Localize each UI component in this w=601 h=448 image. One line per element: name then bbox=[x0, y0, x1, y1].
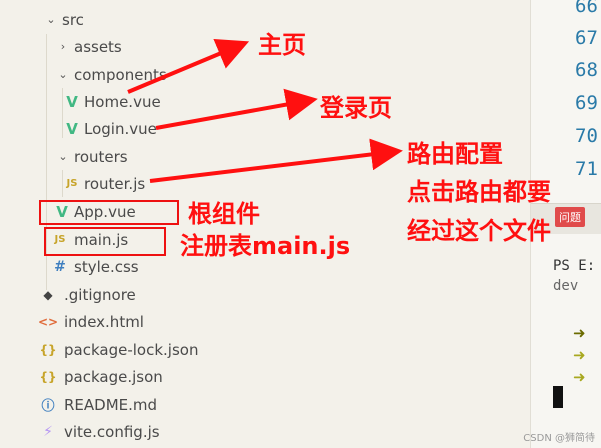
tree-item-label: src bbox=[62, 10, 84, 29]
tree-item-assets[interactable]: › assets bbox=[0, 33, 586, 60]
arrow-right-icon: ➜ bbox=[573, 346, 586, 364]
indent-guide bbox=[62, 170, 63, 197]
arrow-to-login bbox=[155, 88, 318, 130]
tree-item-login-vue[interactable]: V Login.vue bbox=[0, 115, 592, 142]
tree-item-main-js[interactable]: JS main.js bbox=[0, 226, 580, 253]
tree-item-label: main.js bbox=[74, 230, 129, 249]
tree-item-router-js[interactable]: JS router.js bbox=[0, 170, 592, 197]
annotation-app: 根组件 bbox=[188, 200, 260, 228]
tree-item-label: components bbox=[74, 65, 167, 84]
tree-item-routers[interactable]: ⌄ routers bbox=[0, 143, 586, 170]
tree-item-label: package-lock.json bbox=[64, 340, 199, 359]
tree-item-label: style.css bbox=[74, 257, 139, 276]
highlight-box-app bbox=[39, 200, 179, 225]
tree-item-vite-config[interactable]: ⚡ vite.config.js bbox=[0, 418, 568, 445]
git-file-icon: ◆ bbox=[43, 287, 53, 302]
tree-item-index-html[interactable]: <> index.html bbox=[0, 308, 568, 335]
info-file-icon: ⓘ bbox=[41, 399, 55, 414]
line-number: 68 bbox=[575, 59, 598, 81]
tree-item-label: App.vue bbox=[74, 202, 136, 221]
indent-guide bbox=[46, 34, 47, 290]
chevron-right-icon: › bbox=[60, 40, 66, 53]
tree-item-style-css[interactable]: # style.css bbox=[0, 253, 580, 280]
indent-guide bbox=[62, 88, 63, 138]
terminal-command: dev bbox=[553, 278, 579, 294]
tree-item-label: routers bbox=[74, 147, 128, 166]
terminal-cursor bbox=[553, 386, 563, 408]
annotation-router-line1: 路由配置 bbox=[407, 140, 503, 168]
tree-item-label: router.js bbox=[84, 174, 146, 193]
tree-item-label: package.json bbox=[64, 367, 163, 386]
vue-file-icon: V bbox=[66, 92, 78, 111]
tree-item-package-lock[interactable]: {} package-lock.json bbox=[0, 336, 568, 363]
tree-item-src[interactable]: ⌄ src bbox=[0, 6, 574, 33]
annotation-main: 注册表main.js bbox=[180, 232, 351, 260]
chevron-down-icon: ⌄ bbox=[58, 68, 68, 81]
tree-item-app-vue[interactable]: V App.vue bbox=[0, 198, 582, 225]
vite-file-icon: ⚡ bbox=[43, 423, 53, 440]
editor-panel: 66 67 68 69 70 71 问题 PS E: dev ➜ ➜ ➜ bbox=[530, 0, 601, 448]
tree-item-label: vite.config.js bbox=[64, 422, 160, 441]
tree-item-label: .gitignore bbox=[64, 285, 136, 304]
json-file-icon: {} bbox=[39, 369, 57, 384]
annotation-home: 主页 bbox=[258, 31, 306, 59]
tree-item-label: Login.vue bbox=[84, 119, 157, 138]
annotation-router-line2: 点击路由都要 bbox=[407, 178, 551, 206]
js-file-icon: JS bbox=[66, 178, 78, 189]
annotation-router-line3: 经过这个文件 bbox=[407, 217, 551, 245]
arrow-to-router bbox=[149, 138, 403, 183]
line-number: 69 bbox=[575, 92, 598, 114]
arrow-right-icon: ➜ bbox=[573, 324, 586, 342]
json-file-icon: {} bbox=[39, 342, 57, 357]
arrow-right-icon: ➜ bbox=[573, 368, 586, 386]
terminal-prompt: PS E: bbox=[553, 258, 596, 274]
tree-item-label: index.html bbox=[64, 312, 144, 331]
terminal-tab[interactable]: 问题 bbox=[555, 207, 585, 227]
tree-item-label: README.md bbox=[64, 395, 158, 414]
css-file-icon: # bbox=[54, 258, 66, 275]
tree-item-gitignore[interactable]: ◆ .gitignore bbox=[0, 281, 568, 308]
vue-file-icon: V bbox=[66, 119, 78, 138]
tree-item-home-vue[interactable]: V Home.vue bbox=[0, 88, 592, 115]
annotation-login: 登录页 bbox=[320, 94, 392, 122]
chevron-down-icon: ⌄ bbox=[46, 13, 56, 26]
tree-item-label: Home.vue bbox=[84, 92, 161, 111]
chevron-down-icon: ⌄ bbox=[58, 150, 68, 163]
line-number: 66 bbox=[575, 0, 598, 17]
line-number: 67 bbox=[575, 27, 598, 49]
vue-file-icon: V bbox=[56, 202, 68, 221]
tree-item-readme[interactable]: ⓘ README.md bbox=[0, 391, 568, 418]
tree-item-components[interactable]: ⌄ components bbox=[0, 61, 586, 88]
highlight-box-main bbox=[44, 227, 166, 256]
line-number: 71 bbox=[575, 158, 598, 180]
line-number: 70 bbox=[575, 125, 598, 147]
tree-item-package-json[interactable]: {} package.json bbox=[0, 363, 568, 390]
tree-item-label: assets bbox=[74, 37, 122, 56]
watermark: CSDN @狮简待 bbox=[523, 433, 595, 444]
js-file-icon: JS bbox=[54, 234, 66, 245]
arrow-to-home bbox=[127, 38, 250, 94]
html-file-icon: <> bbox=[38, 314, 59, 329]
